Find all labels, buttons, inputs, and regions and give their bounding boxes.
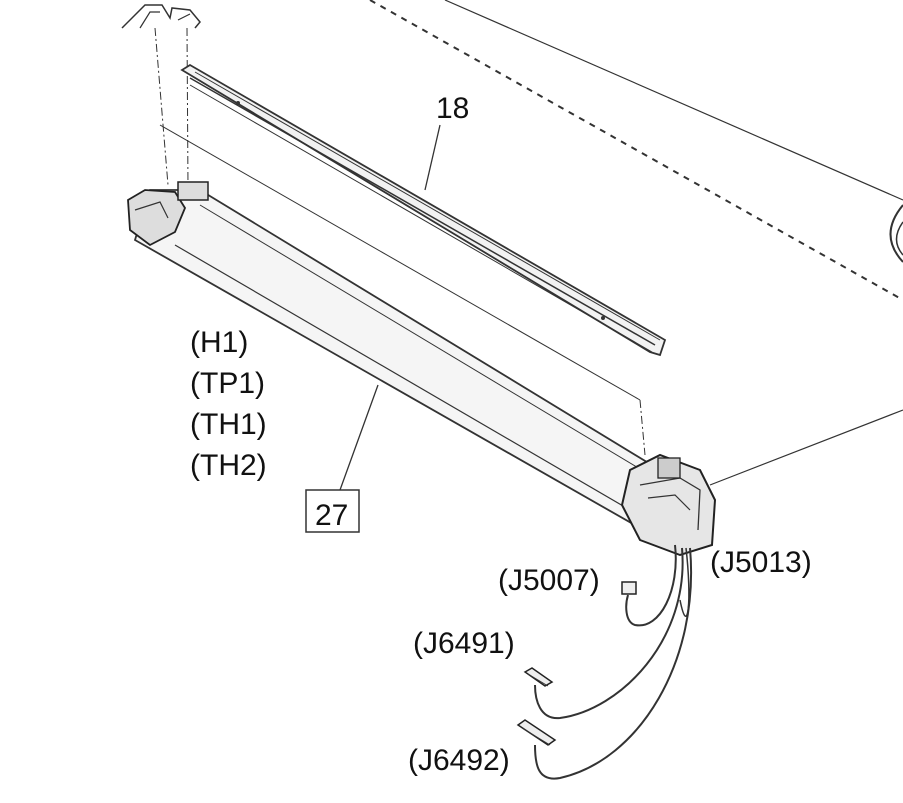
label-j5007: (J5007): [498, 564, 600, 597]
label-th2: (TH2): [190, 449, 267, 482]
connector-j6491-plug: [523, 667, 554, 687]
label-part-18: 18: [436, 92, 469, 125]
label-th1: (TH1): [190, 408, 267, 441]
background-roller: [369, 0, 903, 301]
label-tp1: (TP1): [190, 367, 265, 400]
label-part-27-box: [305, 489, 360, 533]
label-h1: (H1): [190, 326, 248, 359]
label-j6492: (J6492): [408, 744, 510, 777]
label-part-27: 27: [315, 499, 348, 532]
wire-harness: [534, 544, 693, 780]
connector-j6492-plug: [516, 719, 557, 746]
connector-j5007-plug: [621, 581, 637, 595]
label-j6491: (J6491): [413, 627, 515, 660]
label-j5013: (J5013): [710, 546, 812, 579]
part-27-heater-unit: [127, 181, 717, 557]
part-18-rail: [180, 63, 667, 357]
clip-bracket: [121, 4, 201, 29]
